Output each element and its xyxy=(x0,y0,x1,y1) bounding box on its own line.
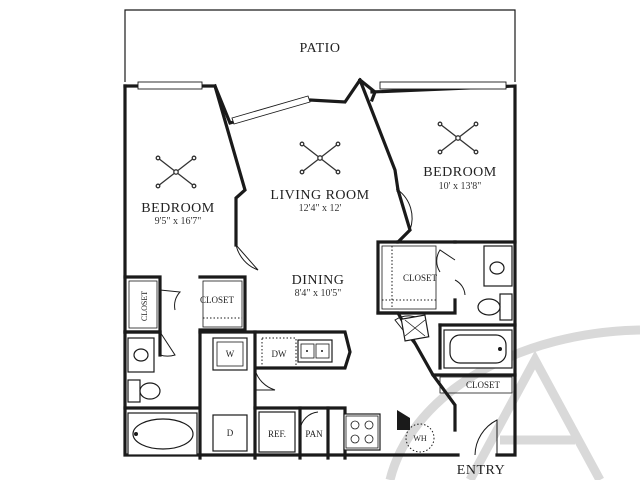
sink-icon xyxy=(489,261,505,275)
toilet-tank xyxy=(127,379,141,403)
window-bedroom-left xyxy=(137,81,203,90)
water-heater: WH xyxy=(405,423,435,453)
closet-vertical-label: CLOSET xyxy=(140,291,149,321)
linen-cabinet xyxy=(400,314,430,342)
sink-icon xyxy=(133,348,149,362)
bathtub-icon xyxy=(449,334,507,364)
door-entry xyxy=(474,419,498,456)
bedroom-left: BEDROOM 9'5" x 16'7" xyxy=(141,155,215,227)
bedroom-right: BEDROOM 10' x 13'8" xyxy=(423,121,497,192)
bathroom-left xyxy=(127,337,198,456)
patio-label: PATIO xyxy=(300,41,341,56)
windows xyxy=(137,81,507,125)
door-bedroom-left xyxy=(235,244,259,271)
dryer-label: D xyxy=(227,428,234,438)
refrigerator xyxy=(258,411,296,453)
bathtub-icon xyxy=(132,418,194,450)
bedroom-right-label: BEDROOM xyxy=(423,165,497,180)
refrigerator-label: REF. xyxy=(268,429,286,439)
dishwasher-label: DW xyxy=(272,349,287,359)
water-heater-label: WH xyxy=(413,434,427,443)
ceiling-fan-icon xyxy=(437,121,479,155)
toilet-icon xyxy=(477,298,501,316)
dining-dims: 8'4" x 10'5" xyxy=(295,288,342,299)
bedroom-right-dims: 10' x 13'8" xyxy=(439,181,482,192)
counter-corner xyxy=(397,410,410,430)
door-bath-right xyxy=(454,279,466,296)
closets: CLOSET CLOSET CLOSET CLOSET xyxy=(128,245,513,394)
door-bedroom-right xyxy=(397,189,413,231)
range xyxy=(343,413,381,451)
door-laundry xyxy=(254,369,276,391)
door-pantry xyxy=(299,411,319,431)
living-room: LIVING ROOM 12'4" x 12' xyxy=(270,141,369,214)
bedroom-left-dims: 9'5" x 16'7" xyxy=(155,216,202,227)
dryer xyxy=(212,414,248,452)
patio: PATIO xyxy=(124,9,516,82)
door-closet-left xyxy=(159,289,182,311)
pantry-label: PAN xyxy=(305,429,323,439)
entry-label: ENTRY xyxy=(457,463,505,478)
living-room-dims: 12'4" x 12' xyxy=(299,203,342,214)
dining: DINING 8'4" x 10'5" xyxy=(292,273,345,299)
dining-label: DINING xyxy=(292,273,345,288)
closet-right-label: CLOSET xyxy=(403,273,438,283)
living-room-label: LIVING ROOM xyxy=(270,188,369,203)
ceiling-fan-icon xyxy=(299,141,341,175)
bedroom-left-label: BEDROOM xyxy=(141,201,215,216)
kitchen: DW REF. PAN xyxy=(258,337,410,453)
kitchen-sink-icon xyxy=(297,339,333,363)
toilet-icon xyxy=(139,382,161,400)
bathroom-right xyxy=(400,245,513,369)
laundry: W D xyxy=(212,337,248,452)
door-bath-left xyxy=(159,331,176,357)
washer-label: W xyxy=(226,349,235,359)
window-living xyxy=(231,95,311,125)
closet-bath-label: CLOSET xyxy=(466,380,501,390)
dishwasher xyxy=(261,337,297,369)
closet-left-label: CLOSET xyxy=(200,295,235,305)
door-closet-right xyxy=(436,249,456,273)
washer xyxy=(212,337,248,371)
window-bedroom-right xyxy=(379,81,507,90)
ceiling-fan-icon xyxy=(155,155,197,189)
toilet-tank xyxy=(499,293,513,321)
